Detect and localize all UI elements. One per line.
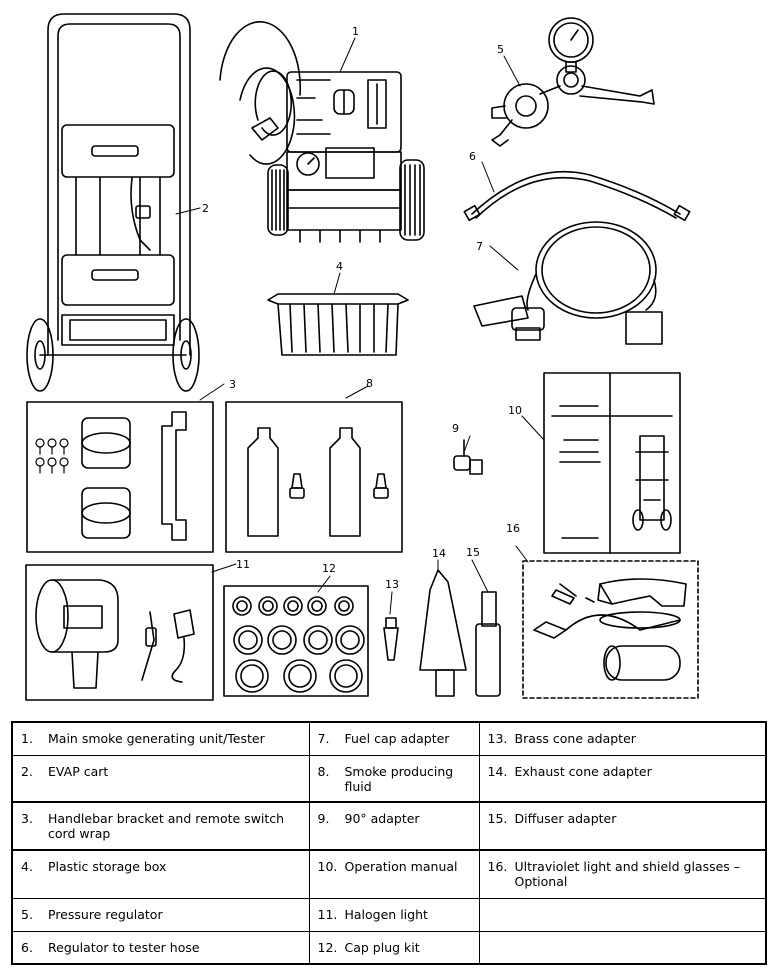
legend-number: 12.	[317, 939, 338, 955]
callout-6: 6	[469, 150, 476, 163]
legend-text: Cap plug kit	[344, 939, 420, 955]
legend-text: Regulator to tester hose	[48, 939, 200, 955]
legend-cell	[478, 897, 767, 932]
legend-number: 14.	[487, 763, 508, 779]
smoke-fluid-bottle-icon	[247, 427, 389, 537]
legend-number: 1.	[21, 731, 33, 746]
legend-text: Pressure regulator	[48, 906, 163, 922]
legend-text: Fuel cap adapter	[344, 731, 450, 746]
legend-text: Diffuser adapter	[514, 811, 617, 826]
legend-cell: 2. EVAP cart	[11, 754, 310, 803]
legend-cell: 7. Fuel cap adapter	[308, 721, 480, 756]
legend-text: Handlebar bracket and remote switch cord…	[48, 811, 285, 841]
bracket-kit-frame	[26, 401, 214, 553]
legend-text: EVAP cart	[48, 763, 109, 779]
legend-text: Operation manual	[344, 859, 458, 874]
kit-illustration: 1 2 3 4 5 6 7 8 9 10 11 12 13 14 15 16	[25, 13, 699, 701]
legend-text: Main smoke generating unit/Tester	[48, 731, 265, 746]
legend-cell: 4. Plastic storage box	[11, 849, 310, 899]
legend-text: Plastic storage box	[48, 859, 167, 874]
legend-text: 90° adapter	[344, 811, 420, 826]
callout-11: 11	[236, 558, 250, 571]
legend-cell: 14. Exhaust cone adapter	[478, 754, 767, 803]
callout-8: 8	[366, 377, 373, 390]
legend-number: 2.	[21, 763, 33, 779]
legend-row: 3. Handlebar bracket and remote switch co…	[11, 801, 767, 851]
legend-cell	[478, 930, 767, 965]
ninety-degree-adapter-icon	[453, 439, 483, 475]
halogen-frame	[25, 564, 214, 701]
legend-cell: 16. Ultraviolet light and shield glasses …	[478, 849, 767, 899]
callout-13: 13	[385, 578, 399, 591]
legend-cell: 11. Halogen light	[308, 897, 480, 932]
storage-box-icon	[267, 293, 409, 356]
brass-cone-adapter-icon	[383, 617, 399, 661]
legend-number: 13.	[487, 731, 508, 746]
callout-3: 3	[229, 378, 236, 391]
callout-9: 9	[452, 422, 459, 435]
legend-row: 4. Plastic storage box 10. Operation manua…	[11, 849, 767, 899]
legend-cell: 15. Diffuser adapter	[478, 801, 767, 851]
callout-7: 7	[476, 240, 483, 253]
legend-cell: 9. 90° adapter	[308, 801, 480, 851]
manual-frame	[543, 372, 681, 554]
evap-cart-icon	[26, 13, 200, 392]
legend-cell: 3. Handlebar bracket and remote switch co…	[11, 801, 310, 851]
callout-2: 2	[202, 202, 209, 215]
legend-number: 16.	[487, 859, 508, 874]
legend-text: Exhaust cone adapter	[514, 763, 652, 779]
legend-row: 2. EVAP cart 8. Smoke producing fluid 14. E…	[11, 754, 767, 803]
fluid-frame	[225, 401, 403, 553]
legend-number: 15.	[487, 811, 508, 826]
fuel-cap-adapter-icon	[473, 221, 663, 345]
callout-5: 5	[497, 43, 504, 56]
callout-14: 14	[432, 547, 446, 560]
legend-number: 8.	[317, 763, 330, 779]
legend-number: 9.	[317, 811, 330, 826]
legend-row: 6. Regulator to tester hose 12. Cap plug k…	[11, 930, 767, 965]
diffuser-adapter-icon	[475, 591, 501, 697]
legend-number: 10.	[317, 859, 338, 874]
legend-text: Halogen light	[344, 906, 428, 922]
legend-number: 4.	[21, 859, 33, 874]
legend-cell: 12. Cap plug kit	[308, 930, 480, 965]
legend-cell: 5. Pressure regulator	[11, 897, 310, 932]
smoke-generator-icon	[219, 21, 425, 243]
callout-16: 16	[506, 522, 520, 535]
legend-number: 7.	[317, 731, 330, 746]
handlebar-bracket-icon	[35, 411, 187, 541]
legend-text: Brass cone adapter	[514, 731, 636, 746]
legend-text: Ultraviolet light and shield glasses – O…	[514, 859, 741, 889]
legend-number: 5.	[21, 906, 33, 922]
pressure-regulator-icon	[491, 17, 655, 147]
legend-cell: 6. Regulator to tester hose	[11, 930, 310, 965]
legend-number: 6.	[21, 939, 33, 955]
halogen-light-icon	[35, 579, 195, 689]
regulator-hose-icon	[463, 171, 691, 222]
legend-cell: 13. Brass cone adapter	[478, 721, 767, 756]
parts-legend-table: 1. Main smoke generating unit/Tester 7. Fu…	[11, 721, 767, 965]
callout-10: 10	[508, 404, 522, 417]
legend-cell: 8. Smoke producing fluid	[308, 754, 480, 803]
callout-15: 15	[466, 546, 480, 559]
cap-plug-frame	[223, 585, 369, 697]
legend-row: 1. Main smoke generating unit/Tester 7. Fu…	[11, 721, 767, 756]
operation-manual-icon	[551, 372, 673, 554]
legend-text: Smoke producing fluid	[344, 763, 454, 794]
legend-cell: 1. Main smoke generating unit/Tester	[11, 721, 310, 756]
legend-cell: 10. Operation manual	[308, 849, 480, 899]
callout-4: 4	[336, 260, 343, 273]
callout-12: 12	[322, 562, 336, 575]
legend-row: 5. Pressure regulator 11. Halogen light	[11, 897, 767, 932]
legend-number: 11.	[317, 906, 338, 922]
callout-1: 1	[352, 25, 359, 38]
uv-kit-frame	[522, 560, 699, 699]
legend-number: 3.	[21, 811, 33, 826]
uv-light-glasses-icon	[533, 578, 687, 681]
exhaust-cone-adapter-icon	[419, 569, 467, 697]
cap-plug-kit-icon	[232, 596, 365, 693]
